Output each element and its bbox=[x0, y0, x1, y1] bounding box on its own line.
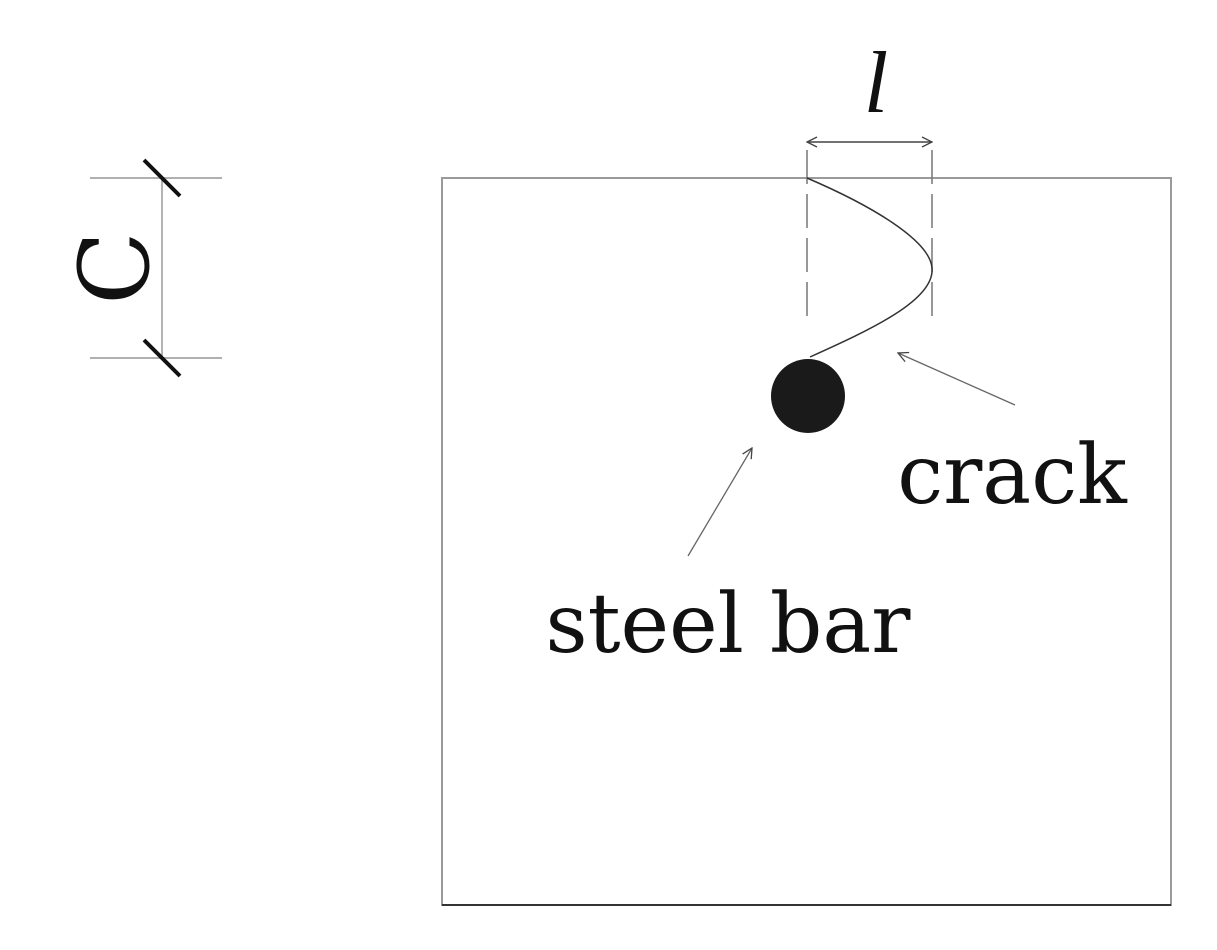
crack-label: crack bbox=[897, 428, 1128, 523]
steel-bar-leader-arrow bbox=[687, 448, 752, 557]
steel-bar-label: steel bar bbox=[546, 577, 912, 672]
cover-label: C bbox=[59, 231, 171, 304]
cover-tick-top bbox=[142, 158, 182, 198]
crack-width-dimension: l bbox=[807, 35, 932, 322]
crack-line bbox=[806, 177, 933, 358]
crack-leader-arrow bbox=[898, 353, 1016, 406]
crack-width-label: l bbox=[864, 35, 888, 132]
cover-dimension: C bbox=[59, 158, 222, 378]
steel-bar bbox=[771, 359, 845, 433]
cover-tick-bottom bbox=[142, 338, 182, 378]
